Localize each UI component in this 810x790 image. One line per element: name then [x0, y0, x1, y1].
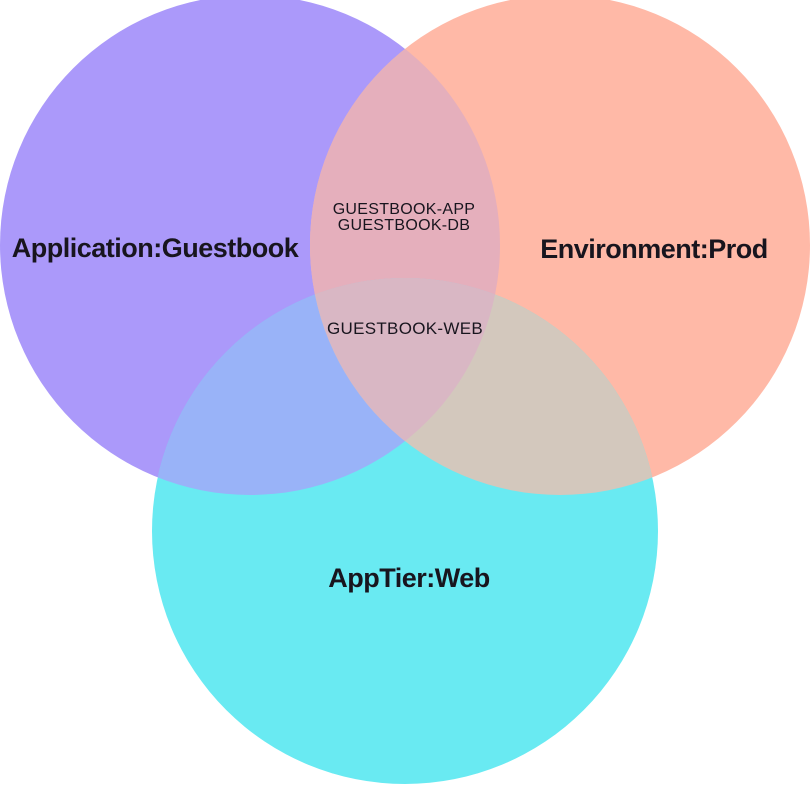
label-apptier: AppTier:Web — [328, 563, 490, 593]
item-guestbook-app: GUESTBOOK-APP — [333, 201, 476, 218]
item-guestbook-db: GUESTBOOK-DB — [338, 217, 471, 234]
overlap-application-apptier — [152, 278, 500, 495]
label-environment: Environment:Prod — [540, 234, 768, 264]
overlap-environment-apptier — [310, 278, 658, 495]
item-guestbook-web: GUESTBOOK-WEB — [327, 319, 483, 338]
label-application: Application:Guestbook — [12, 233, 300, 263]
